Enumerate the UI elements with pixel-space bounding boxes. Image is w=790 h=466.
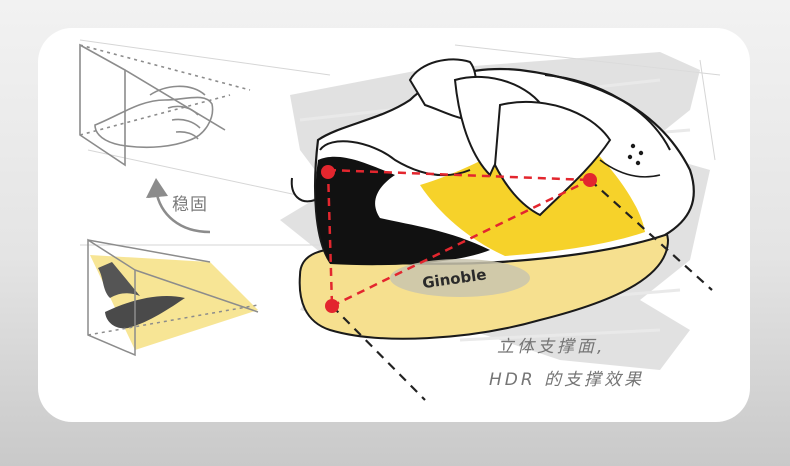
arrow-head xyxy=(146,178,168,198)
caption-line-2: HDR 的支撑效果 xyxy=(489,370,645,390)
foot-sketch-icon xyxy=(87,238,259,357)
support-points xyxy=(321,165,597,313)
stable-label: 稳固 xyxy=(172,195,208,215)
support-triangle xyxy=(326,168,591,308)
hand-sketch-icon xyxy=(79,43,251,167)
caption-line-1: 立体支撑面, xyxy=(497,337,606,357)
shoe-illustration-icon xyxy=(290,58,695,340)
dashed-projection-lines xyxy=(331,179,713,401)
